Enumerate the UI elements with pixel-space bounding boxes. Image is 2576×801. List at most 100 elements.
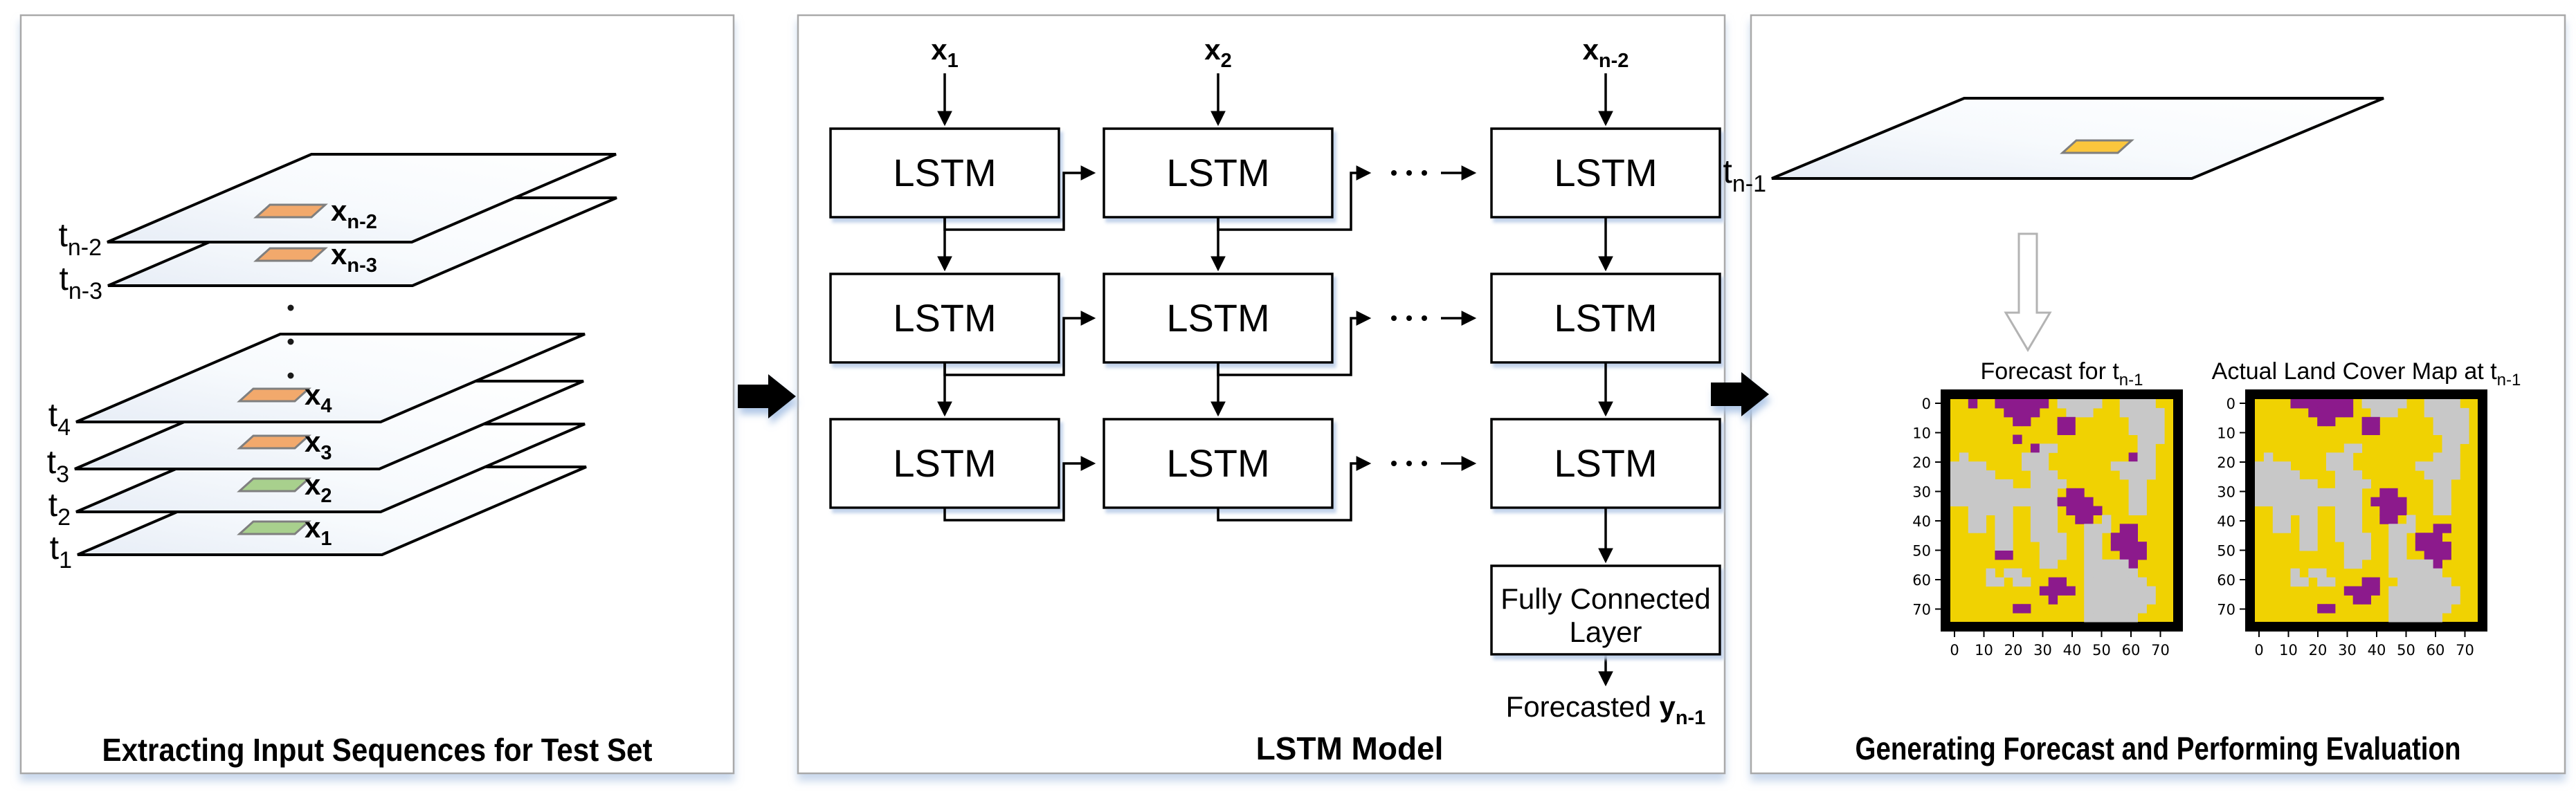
forecast-map-title: Forecast for tn-1 xyxy=(1981,358,2143,389)
forecast-patch xyxy=(2060,139,2134,154)
sheet-label-tn1: tn-1 xyxy=(1723,154,1766,197)
svg-text:40: 40 xyxy=(2063,642,2082,659)
svg-text:60: 60 xyxy=(2122,642,2141,659)
ellipsis-dot xyxy=(1406,461,1412,466)
time-label-t4: t4 xyxy=(48,397,71,441)
lstm-box-label: LSTM xyxy=(1166,151,1269,194)
input-patch-n-2 xyxy=(253,203,328,219)
svg-text:60: 60 xyxy=(2427,642,2445,659)
svg-text:30: 30 xyxy=(1912,484,1931,501)
lstm-box xyxy=(829,127,1060,219)
ellipsis-dot xyxy=(287,338,294,345)
svg-text:70: 70 xyxy=(2456,642,2474,659)
ellipsis-dot xyxy=(287,372,294,379)
svg-text:0: 0 xyxy=(2254,642,2263,659)
middle-panel-caption: LSTM Model xyxy=(1256,730,1444,766)
patch-label-x3: x3 xyxy=(305,425,332,464)
ellipsis-dot xyxy=(1422,461,1427,466)
flow-arrow-middle-to-right-icon xyxy=(1711,372,1769,416)
input-label-x2: x2 xyxy=(1204,33,1232,72)
svg-text:20: 20 xyxy=(2217,454,2235,471)
patch-label-xn-3: xn-3 xyxy=(331,238,377,277)
patch-label-xn-2: xn-2 xyxy=(331,194,377,233)
svg-text:50: 50 xyxy=(1912,543,1931,560)
forecast-output-label: Forecasted yn-1 xyxy=(1506,690,1706,729)
svg-text:60: 60 xyxy=(2217,572,2235,589)
left-panel-caption: Extracting Input Sequences for Test Set xyxy=(102,732,653,768)
ellipsis-dot xyxy=(1422,170,1427,176)
svg-text:30: 30 xyxy=(2033,642,2052,659)
time-slice-sheet xyxy=(107,153,617,243)
svg-text:50: 50 xyxy=(2217,543,2235,560)
recurrent-wire xyxy=(943,456,1096,522)
svg-text:0: 0 xyxy=(2226,396,2235,412)
lstm-box xyxy=(1490,127,1721,219)
ellipsis-dot xyxy=(287,304,294,311)
input-patch-1 xyxy=(237,520,311,535)
ellipsis-dot xyxy=(1406,315,1412,321)
svg-text:0: 0 xyxy=(1922,396,1931,412)
time-label-tn-3: tn-3 xyxy=(60,261,102,304)
svg-text:70: 70 xyxy=(2151,642,2170,659)
patch-label-x2: x2 xyxy=(305,468,332,507)
svg-text:40: 40 xyxy=(1912,513,1931,530)
lstm-box xyxy=(1103,418,1334,509)
lstm-box-label: LSTM xyxy=(1554,296,1657,340)
ellipsis-dot xyxy=(1391,315,1397,321)
svg-text:50: 50 xyxy=(2397,642,2415,659)
lstm-box xyxy=(1490,273,1721,364)
input-patch-3 xyxy=(237,434,311,450)
time-label-t1: t1 xyxy=(50,530,72,573)
recurrent-wire xyxy=(1217,456,1372,522)
fully-connected-label-line2: Layer xyxy=(1569,616,1642,648)
patch-label-x1: x1 xyxy=(305,511,332,550)
lstm-box-label: LSTM xyxy=(1166,441,1269,485)
svg-text:70: 70 xyxy=(2217,602,2235,618)
patch-label-x4: x4 xyxy=(305,378,332,417)
svg-text:70: 70 xyxy=(1912,602,1931,618)
svg-text:0: 0 xyxy=(1950,642,1959,659)
svg-text:10: 10 xyxy=(2279,642,2298,659)
lstm-box-label: LSTM xyxy=(893,151,996,194)
fully-connected-box xyxy=(1490,564,1721,656)
ellipsis-dot xyxy=(1391,170,1397,176)
actual-map-title: Actual Land Cover Map at tn-1 xyxy=(2212,358,2521,389)
time-label-t3: t3 xyxy=(47,444,69,488)
svg-text:10: 10 xyxy=(2217,425,2235,442)
svg-text:30: 30 xyxy=(2338,642,2357,659)
lstm-box xyxy=(829,273,1060,364)
svg-text:10: 10 xyxy=(1912,425,1931,442)
fully-connected-label-line1: Fully Connected xyxy=(1500,582,1711,615)
forecast-map: 0 0 10 10 20 20 30 30 40 40 50 50 60 60 70 70 xyxy=(1912,389,2183,659)
input-label-x1: x1 xyxy=(931,33,959,72)
lstm-box-label: LSTM xyxy=(1166,296,1269,340)
svg-text:60: 60 xyxy=(1912,572,1931,589)
input-patch-4 xyxy=(237,387,311,403)
lstm-box-label: LSTM xyxy=(1554,441,1657,485)
flow-arrow-left-to-middle-icon xyxy=(738,374,796,418)
hollow-down-arrow-icon xyxy=(2004,232,2052,352)
ellipsis-dot xyxy=(1406,170,1412,176)
lstm-box-label: LSTM xyxy=(893,441,996,485)
input-patch-2 xyxy=(237,477,311,492)
svg-text:20: 20 xyxy=(2004,642,2023,659)
time-label-tn-2: tn-2 xyxy=(59,217,102,261)
svg-text:40: 40 xyxy=(2217,513,2235,530)
lstm-box-label: LSTM xyxy=(893,296,996,340)
lstm-box xyxy=(1103,273,1334,364)
right-panel-caption: Generating Forecast and Performing Evalu… xyxy=(1856,730,2461,766)
input-patch-n-3 xyxy=(253,247,328,262)
svg-text:10: 10 xyxy=(1975,642,1993,659)
svg-text:50: 50 xyxy=(2092,642,2111,659)
time-slice-sheet xyxy=(75,333,586,423)
svg-text:20: 20 xyxy=(1912,454,1931,471)
lstm-box xyxy=(1103,127,1334,219)
time-label-t2: t2 xyxy=(48,487,71,531)
lstm-box-label: LSTM xyxy=(1554,151,1657,194)
input-label-xn2: xn-2 xyxy=(1583,33,1629,72)
lstm-box xyxy=(829,418,1060,509)
svg-text:20: 20 xyxy=(2309,642,2328,659)
svg-text:40: 40 xyxy=(2368,642,2386,659)
ellipsis-dot xyxy=(1422,315,1427,321)
